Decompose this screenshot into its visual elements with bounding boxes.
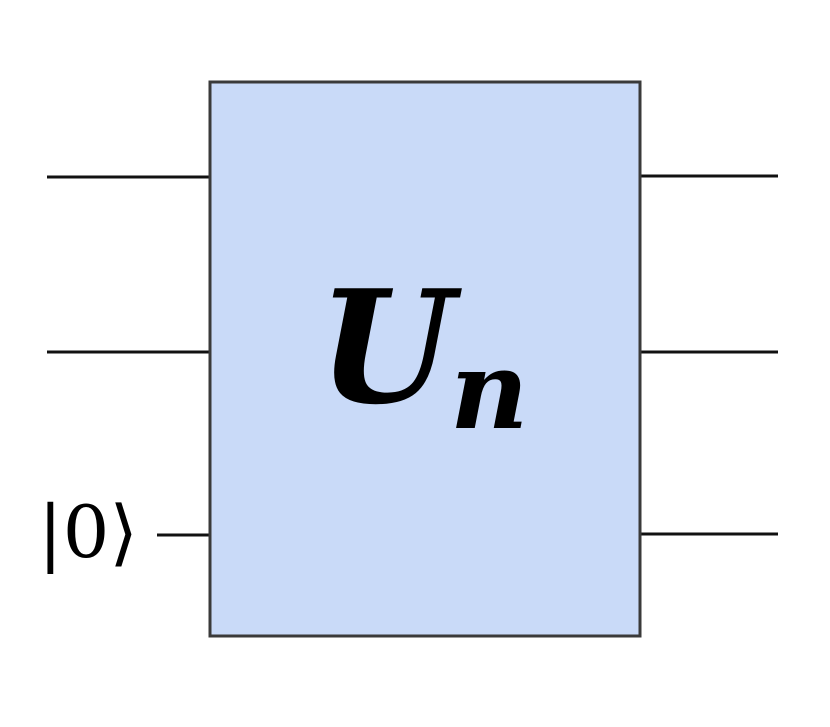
unitary-gate-box xyxy=(208,80,642,638)
gate-label: Un xyxy=(318,256,529,454)
gate-symbol-u: U xyxy=(318,256,462,439)
gate-subscript-n: n xyxy=(450,328,529,454)
ket-zero-label: |0⟩ xyxy=(38,490,138,574)
